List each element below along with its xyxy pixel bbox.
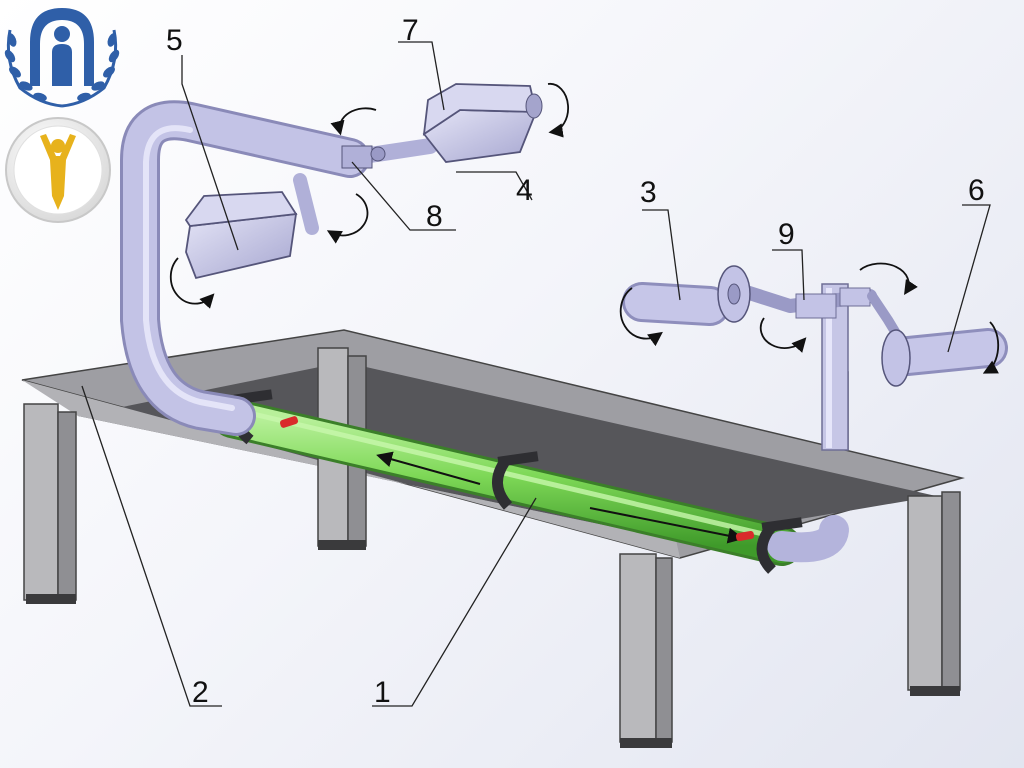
pedal-crank-8 — [341, 145, 386, 169]
hand-grip-3 — [622, 265, 751, 326]
callout-label-4: 4 — [516, 174, 533, 207]
callout-label-7: 7 — [402, 14, 419, 47]
rotation-arrow-icon — [982, 321, 1000, 374]
crank-shaft-9 — [733, 283, 905, 345]
slide-direction-arrow-right — [589, 507, 744, 544]
rotation-arrow-icon — [759, 317, 807, 353]
rotation-arrow-icon — [326, 193, 369, 244]
human-rights-logo-icon — [5, 117, 111, 223]
rotation-arrow-icon — [330, 107, 377, 136]
rotation-arrow-icon — [169, 257, 215, 309]
table-leg-front-right-mid — [619, 553, 673, 748]
callout-label-6: 6 — [968, 174, 985, 207]
tube-clamp — [756, 517, 803, 574]
slide-direction-arrow-left — [376, 451, 481, 485]
callout-label-5: 5 — [166, 24, 183, 57]
callout-label-1: 1 — [374, 676, 391, 709]
unhcr-logo-icon — [4, 8, 120, 108]
callout-label-3: 3 — [640, 176, 657, 209]
rotation-arrow-icon — [619, 287, 663, 347]
table-leg-front-left — [23, 403, 77, 604]
tube-clamp — [492, 451, 539, 510]
red-stop-pin — [279, 416, 299, 428]
callout-label-8: 8 — [426, 200, 443, 233]
rotation-arrow-icon — [547, 82, 570, 138]
upper-pedal-5 — [184, 191, 298, 280]
leader-lines — [81, 41, 991, 707]
upper-pedal-4 — [422, 83, 543, 163]
hand-grip-6 — [881, 328, 1008, 387]
callout-label-9: 9 — [778, 218, 795, 251]
green-slide-tube — [212, 398, 849, 566]
rotation-arrow-icon — [859, 262, 918, 296]
red-stop-pin — [735, 530, 755, 542]
callout-label-2: 2 — [192, 676, 209, 709]
table-leg-front-right — [907, 491, 961, 696]
